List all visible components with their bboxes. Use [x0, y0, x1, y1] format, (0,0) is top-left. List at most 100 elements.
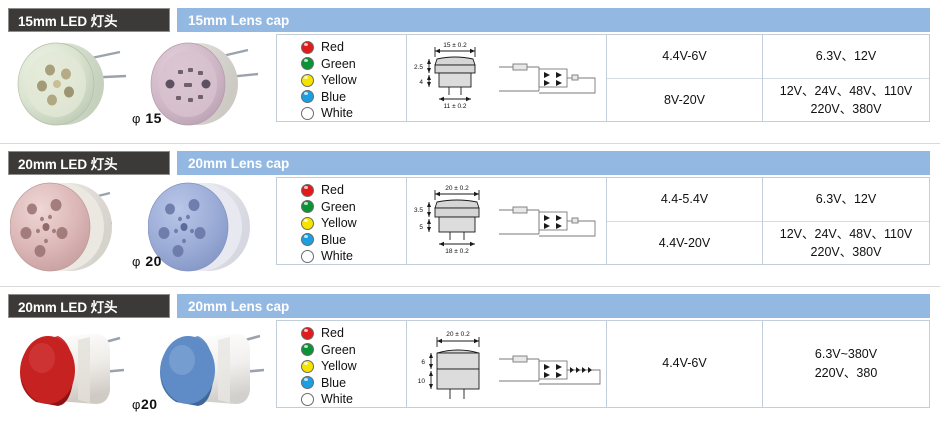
ac-voltage-cell: 6.3V、12V 12V、24V、48V、110V 220V、380V [763, 35, 929, 121]
product-row: 20mm LED 灯头 20mm Lens cap [0, 143, 940, 286]
drawing-base-dim: 18 ± 0.2 [445, 248, 469, 255]
color-legend: Red Green Yellow Blue [277, 321, 406, 408]
drawing-bottom-height: 10 [418, 378, 426, 385]
row-right-header-label: 20mm Lens cap [188, 155, 290, 171]
red-dot-icon [301, 326, 314, 340]
drawing-base-dim: 11 ± 0.2 [444, 103, 467, 110]
color-option-green: Green [301, 342, 406, 359]
yellow-dot-icon [301, 73, 314, 87]
color-legend: Red Green Yellow Blue [277, 178, 406, 265]
row-left-header: 15mm LED 灯头 [8, 8, 170, 32]
white-dot-icon [301, 392, 314, 406]
dc-voltage-value: 4.4V-6V [607, 35, 762, 79]
color-label: White [321, 249, 353, 263]
color-option-red: Red [301, 182, 406, 199]
color-option-blue: Blue [301, 232, 406, 249]
row-divider [0, 286, 940, 287]
dc-voltage-cell: 4.4V-6V 8V-20V [607, 35, 763, 121]
color-options-cell: Red Green Yellow Blue [277, 321, 407, 407]
color-option-red: Red [301, 325, 406, 342]
color-label: Blue [321, 375, 347, 390]
green-dot-icon [301, 57, 314, 71]
drawing-width-dim: 15 ± 0.2 [443, 42, 467, 49]
row-right-header: 15mm Lens cap [177, 8, 930, 32]
green-dot-icon [301, 343, 314, 357]
drawing-width-dim: 20 ± 0.2 [445, 185, 469, 192]
led-product-photo-green [17, 42, 127, 126]
lens-cap-dimension-drawing: 20 ± 0.2 18 ± 0.2 3.5 5 [414, 185, 596, 255]
color-label: Red [321, 40, 344, 54]
ac-voltage-line-1: 12V、24V、48V、110V [779, 83, 913, 98]
yellow-dot-icon [301, 216, 314, 230]
diameter-label: φ 20 [132, 253, 162, 269]
color-options-cell: Red Green Yellow Blue [277, 178, 407, 264]
color-label: White [321, 392, 353, 406]
green-dot-icon [301, 200, 314, 214]
ac-voltage-value-2: 12V、24V、48V、110V 220V、380V [763, 79, 929, 122]
color-options-cell: Red Green Yellow Blue [277, 35, 407, 121]
color-option-blue: Blue [301, 375, 406, 392]
color-label: Yellow [321, 359, 357, 373]
color-option-red: Red [301, 39, 406, 56]
dc-voltage-value-2: 4.4V-20V [658, 235, 711, 250]
white-dot-icon [301, 106, 314, 120]
spec-table: Red Green Yellow Blue [276, 177, 930, 265]
spec-table: Red Green Yellow Blue [276, 320, 930, 408]
ac-voltage-line-2: 220V、380 [814, 366, 878, 380]
dc-voltage-cell: 4.4V-6V [607, 321, 763, 407]
row-right-header-label: 20mm Lens cap [188, 298, 290, 314]
blue-dot-icon [301, 376, 314, 390]
led-product-photo-pink-20mm [10, 182, 113, 272]
led-product-photo-blue-dome [160, 334, 265, 406]
row-left-header-label: 20mm LED 灯头 [18, 300, 118, 315]
color-option-white: White [301, 248, 406, 265]
row-left-header: 20mm LED 灯头 [8, 151, 170, 175]
drawing-top-height: 6 [421, 359, 425, 366]
drawing-width-dim: 20 ± 0.2 [446, 331, 470, 338]
ac-voltage-line-1: 6.3V~380V [814, 346, 878, 361]
color-label: Red [321, 326, 344, 340]
color-option-blue: Blue [301, 89, 406, 106]
ac-voltage-line-2: 220V、380V [810, 101, 882, 116]
row-right-header-label: 15mm Lens cap [188, 12, 290, 28]
diameter-label: φ φ 1515 [132, 110, 162, 126]
color-label: Green [321, 56, 356, 71]
color-option-yellow: Yellow [301, 358, 406, 375]
diameter-label: φ20 [132, 396, 158, 412]
led-product-photo-pink [150, 42, 259, 126]
technical-drawing-cell: 20 ± 0.2 6 10 [407, 321, 607, 407]
color-label: Blue [321, 89, 347, 104]
color-label: Yellow [321, 216, 357, 230]
ac-voltage-cell: 6.3V~380V 220V、380 [763, 321, 929, 407]
ac-voltage-value: 6.3V、12V [763, 178, 929, 222]
product-photos: φ φ 1515 [0, 34, 276, 139]
dc-voltage-value: 4.4-5.4V [607, 178, 762, 222]
red-dot-icon [301, 40, 314, 54]
color-label: Green [321, 199, 356, 214]
dc-voltage-value: 4.4V-6V [662, 356, 707, 371]
color-label: Blue [321, 232, 347, 247]
ac-voltage-line-2: 220V、380V [810, 244, 882, 259]
row-left-header: 20mm LED 灯头 [8, 294, 170, 318]
lens-cap-dimension-drawing: 15 ± 0.2 11 ± 0.2 2.5 4 [414, 42, 596, 110]
product-photos: φ 20 [0, 177, 276, 282]
blue-dot-icon [301, 233, 314, 247]
color-option-yellow: Yellow [301, 215, 406, 232]
row-left-header-label: 20mm LED 灯头 [18, 157, 118, 172]
dc-voltage-value-2: 8V-20V [663, 92, 705, 107]
technical-drawing-cell: 15 ± 0.2 11 ± 0.2 2.5 4 [407, 35, 607, 121]
color-label: White [321, 106, 353, 120]
dc-voltage-cell: 4.4-5.4V 4.4V-20V [607, 178, 763, 264]
led-product-photo-red-dome [20, 334, 125, 406]
drawing-bottom-height: 4 [419, 79, 423, 86]
row-left-header-label: 15mm LED 灯头 [18, 14, 118, 29]
color-legend: Red Green Yellow Blue [277, 35, 406, 122]
color-option-green: Green [301, 199, 406, 216]
row-divider [0, 143, 940, 144]
drawing-bottom-height: 5 [419, 224, 423, 231]
ac-voltage-value-2: 12V、24V、48V、110V 220V、380V [763, 222, 929, 265]
white-dot-icon [301, 249, 314, 263]
color-option-white: White [301, 391, 406, 408]
color-option-white: White [301, 105, 406, 122]
product-row: 20mm LED 灯头 20mm Lens cap [0, 286, 940, 427]
